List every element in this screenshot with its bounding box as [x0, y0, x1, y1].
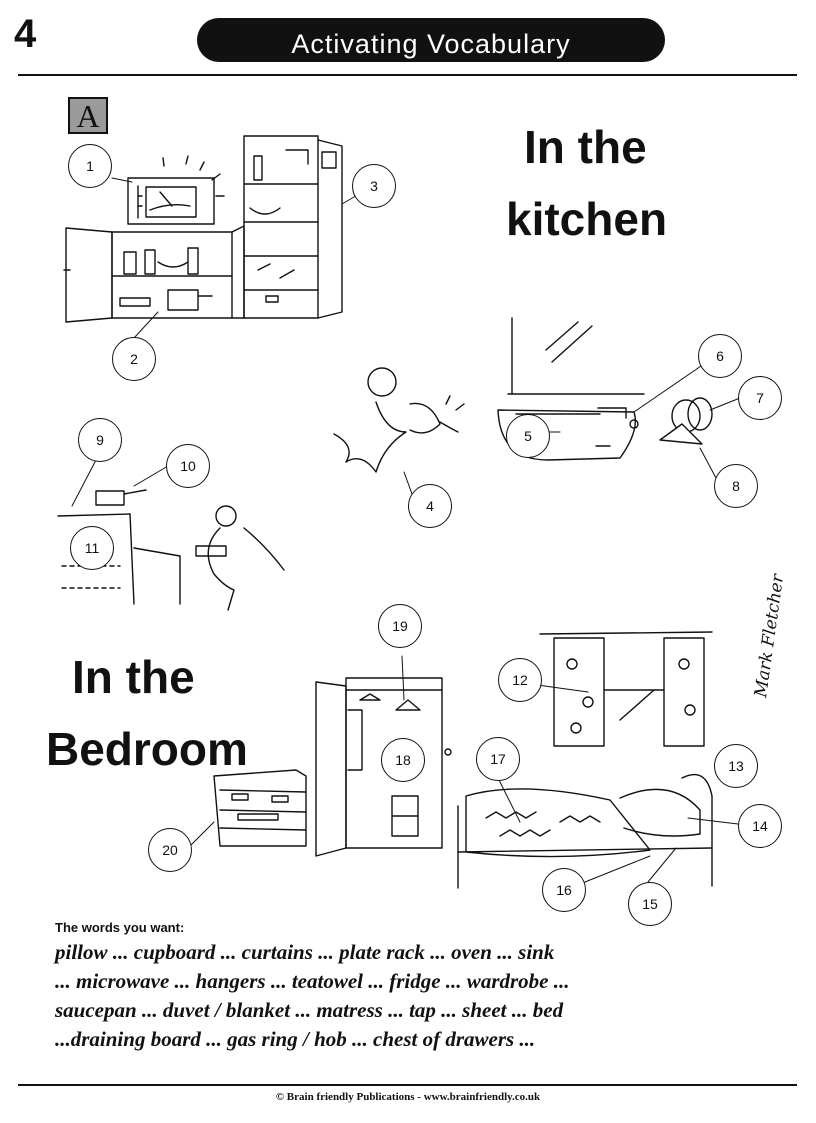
- marker-1: 1: [68, 144, 112, 188]
- word-list-line: pillow ... cupboard ... curtains ... pla…: [55, 940, 555, 964]
- marker-4: 4: [408, 484, 452, 528]
- marker-10: 10: [166, 444, 210, 488]
- marker-6: 6: [698, 334, 742, 378]
- bedroom-heading-line2: Bedroom: [46, 723, 248, 775]
- title-banner: Activating Vocabulary: [197, 18, 665, 62]
- top-divider: [18, 74, 797, 76]
- person-teatowel-illustration: [333, 367, 465, 473]
- footer-copyright: © Brain friendly Publications - www.brai…: [275, 1091, 541, 1103]
- kitchen-heading-line1: In the: [524, 121, 647, 173]
- fridge-illustration: [243, 135, 343, 319]
- section-label: A: [68, 97, 108, 134]
- marker-11: 11: [70, 526, 114, 570]
- word-list-line: ...draining board ... gas ring / hob ...…: [55, 1027, 536, 1051]
- word-list-line: ... microwave ... hangers ... teatowel .…: [55, 969, 570, 993]
- marker-9: 9: [78, 418, 122, 462]
- marker-14: 14: [738, 804, 782, 848]
- microwave-illustration: [127, 155, 225, 225]
- marker-2: 2: [112, 337, 156, 381]
- word-list: pillow ... cupboard ... curtains ... pla…: [55, 938, 775, 1054]
- marker-16: 16: [542, 868, 586, 912]
- artist-signature: Mark Fletcher: [751, 572, 788, 700]
- page-number: 4: [14, 12, 37, 56]
- chest-of-drawers-illustration: [213, 769, 307, 847]
- marker-20: 20: [148, 828, 192, 872]
- marker-5: 5: [506, 414, 550, 458]
- plate-rack-illustration: [659, 397, 713, 445]
- bedroom-heading-line1: In the: [72, 651, 195, 703]
- cupboard-illustration: [63, 225, 245, 323]
- marker-8: 8: [714, 464, 758, 508]
- kitchen-heading-line2: kitchen: [506, 193, 668, 245]
- words-heading: The words you want:: [55, 920, 185, 935]
- curtains-illustration: [539, 631, 713, 747]
- bed-illustration: [457, 773, 713, 889]
- marker-3: 3: [352, 164, 396, 208]
- wardrobe-illustration: [315, 677, 452, 857]
- marker-19: 19: [378, 604, 422, 648]
- bottom-divider: [18, 1084, 797, 1086]
- marker-12: 12: [498, 658, 542, 702]
- marker-17: 17: [476, 737, 520, 781]
- marker-13: 13: [714, 744, 758, 788]
- marker-15: 15: [628, 882, 672, 926]
- signature-text: Mark Fletcher: [751, 572, 788, 700]
- illustration-layer: [57, 135, 741, 889]
- marker-7: 7: [738, 376, 782, 420]
- cooker-illustration: [57, 489, 285, 611]
- page-title: Activating Vocabulary: [291, 29, 571, 59]
- word-list-line: saucepan ... duvet / blanket ... matress…: [55, 998, 564, 1022]
- marker-18: 18: [381, 738, 425, 782]
